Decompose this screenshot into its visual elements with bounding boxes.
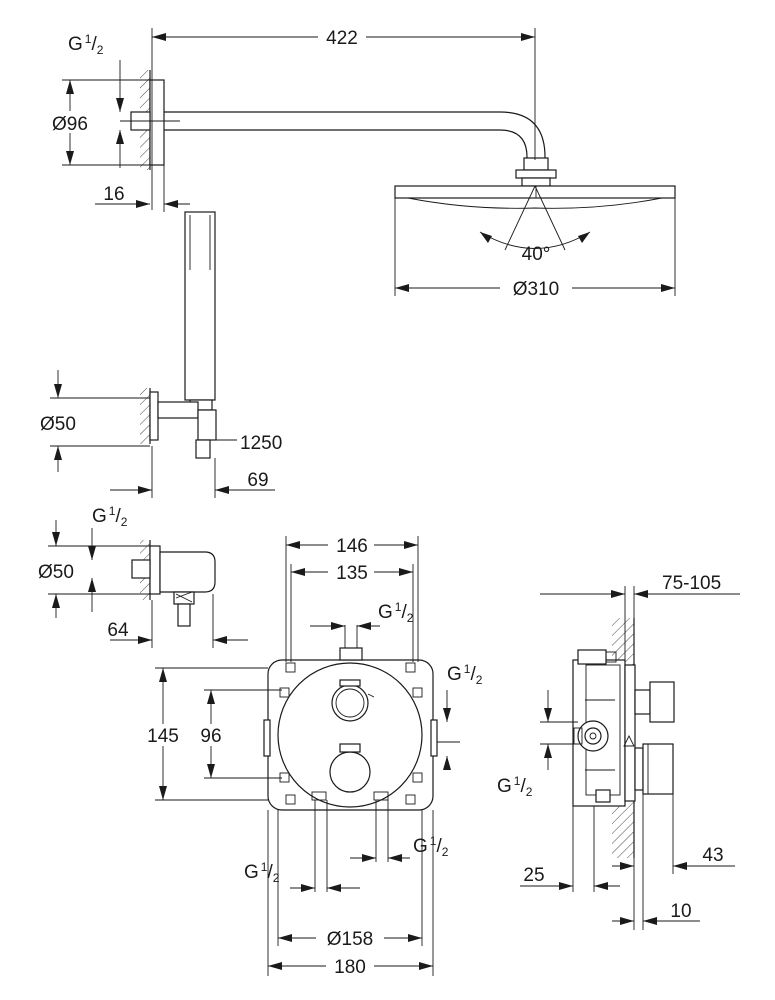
wall-outlet bbox=[159, 551, 216, 593]
holder-flange bbox=[149, 391, 159, 441]
dim-plate-outer-width: 146 bbox=[336, 536, 368, 557]
dim-side-depth-43: 43 bbox=[702, 845, 723, 866]
dim-flange-diameter: Ø96 bbox=[52, 114, 88, 135]
dim-total-width: 180 bbox=[334, 957, 366, 978]
dim-holder-diameter: Ø50 bbox=[40, 414, 76, 435]
shower-head bbox=[394, 185, 676, 199]
dim-arm-length: 422 bbox=[326, 28, 358, 49]
wall-holder bbox=[157, 401, 199, 419]
dim-plate-inner-width: 135 bbox=[336, 563, 368, 584]
cover-plate bbox=[277, 662, 423, 808]
dim-side-depth-10: 10 bbox=[670, 901, 691, 922]
dim-box-height: 145 bbox=[147, 726, 179, 747]
dim-head-angle: 40° bbox=[522, 244, 551, 265]
view-hand-shower: Ø50 1250 69 bbox=[40, 211, 282, 498]
temperature-knob bbox=[329, 751, 371, 793]
dim-box-inner-height: 96 bbox=[200, 726, 221, 747]
dim-holder-projection: 69 bbox=[247, 470, 268, 491]
dim-head-diameter: Ø310 bbox=[513, 279, 559, 300]
hand-shower bbox=[184, 211, 216, 401]
dim-install-depth: 75-105 bbox=[662, 573, 721, 594]
dim-side-depth-25: 25 bbox=[523, 865, 544, 886]
side-flow-knob bbox=[649, 681, 675, 723]
dim-outlet-projection: 64 bbox=[107, 620, 129, 641]
flow-knob bbox=[331, 684, 369, 722]
dim-outlet-diameter: Ø50 bbox=[38, 562, 74, 583]
shower-arm bbox=[164, 111, 546, 160]
dim-plate-diameter: Ø158 bbox=[327, 929, 373, 950]
side-temperature-knob bbox=[642, 743, 674, 795]
dim-hose-length: 1250 bbox=[240, 433, 282, 454]
dim-flange-depth: 16 bbox=[103, 184, 124, 205]
